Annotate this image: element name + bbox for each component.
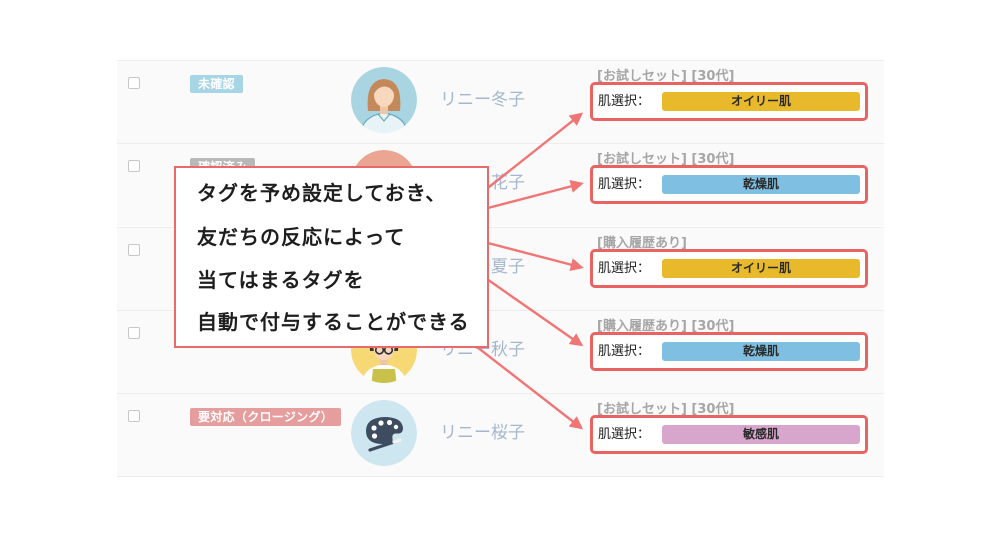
avatar-hair-bangs xyxy=(373,82,395,95)
callout-text-line: 友だちの反応によって xyxy=(197,225,406,249)
palette-paint-dot xyxy=(393,424,399,430)
brush-handle xyxy=(368,440,396,452)
skin-type-tag: 乾燥肌 xyxy=(662,175,860,194)
row-checkbox[interactable] xyxy=(128,327,140,339)
skin-field-label: 肌選択： xyxy=(598,427,651,442)
status-tag: 未確認 xyxy=(190,75,243,93)
explanation-callout: タグを予め設定しておき、 友だちの反応によって 当てはまるタグを 自動で付与する… xyxy=(174,166,489,348)
palette-paint-dot xyxy=(386,419,393,426)
paint-palette-icon xyxy=(351,400,417,466)
woman-avatar-icon xyxy=(351,67,417,133)
skin-type-highlight-box: 肌選択： オイリー肌 xyxy=(590,82,868,121)
purchase-tags-text: [購入履歴あり] [30代] xyxy=(597,319,735,334)
skin-type-tag: 敏感肌 xyxy=(662,425,860,444)
row-checkbox[interactable] xyxy=(128,244,140,256)
friend-row: 未確認 リニー冬子 [お試しセット] [30代] 肌選択： オイリー肌 xyxy=(117,60,884,143)
row-checkbox[interactable] xyxy=(128,410,140,422)
palette-paint-dot xyxy=(371,425,377,431)
callout-text-line: タグを予め設定しておき、 xyxy=(197,181,447,205)
callout-text-line: 自動で付与することができる xyxy=(197,310,470,334)
avatar-collar xyxy=(377,113,391,122)
avatar[interactable] xyxy=(351,400,417,466)
row-checkbox[interactable] xyxy=(128,77,140,89)
avatar-neck xyxy=(380,356,388,365)
skin-field-label: 肌選択： xyxy=(598,344,651,359)
skin-field-label: 肌選択： xyxy=(598,94,651,109)
skin-type-tag: 乾燥肌 xyxy=(662,342,860,361)
purchase-tags-text: [お試しセット] [30代] xyxy=(597,152,735,167)
purchase-tags-text: [購入履歴あり] xyxy=(597,236,687,251)
friend-name[interactable]: リニー桜子 xyxy=(440,423,525,443)
palette-paint-dot xyxy=(378,420,384,426)
callout-text-line: 当てはまるタグを xyxy=(197,268,365,292)
skin-type-highlight-box: 肌選択： オイリー肌 xyxy=(590,249,868,288)
avatar[interactable] xyxy=(351,67,417,133)
skin-type-highlight-box: 肌選択： 乾燥肌 xyxy=(590,332,868,371)
skin-field-label: 肌選択： xyxy=(598,261,651,276)
skin-type-highlight-box: 肌選択： 乾燥肌 xyxy=(590,165,868,204)
avatar-face xyxy=(374,83,394,107)
avatar-apron xyxy=(371,369,397,383)
skin-field-label: 肌選択： xyxy=(598,177,651,192)
purchase-tags-text: [お試しセット] [30代] xyxy=(597,402,735,417)
purchase-tags-text: [お試しセット] [30代] xyxy=(597,69,735,84)
skin-type-highlight-box: 肌選択： 敏感肌 xyxy=(590,415,868,454)
palette-paint-dot xyxy=(371,433,378,439)
avatar-neck xyxy=(380,104,388,114)
brush-tip xyxy=(392,438,402,444)
skin-type-tag: オイリー肌 xyxy=(662,92,860,111)
status-tag: 要対応（クロージング） xyxy=(190,408,342,426)
friend-row: 要対応（クロージング） リニー桜子 [お試しセット] [30代] 肌選択： 敏感… xyxy=(117,393,884,477)
row-checkbox[interactable] xyxy=(128,160,140,172)
skin-type-tag: オイリー肌 xyxy=(662,259,860,278)
friend-name[interactable]: リニー冬子 xyxy=(440,90,525,110)
